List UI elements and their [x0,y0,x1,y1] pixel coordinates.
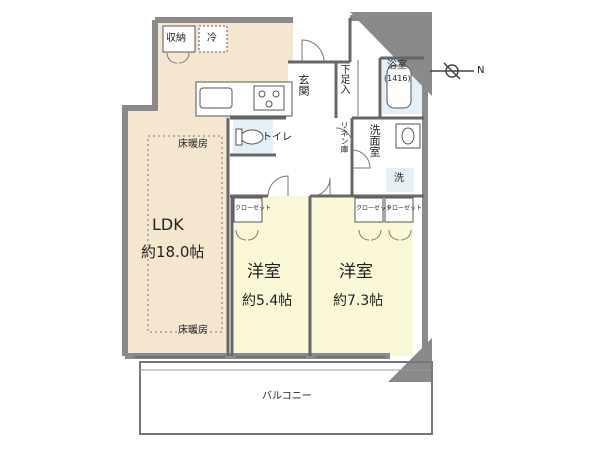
floor-heating-top-label: 床暖房 [178,139,208,150]
bedroom2-area: 約7.3帖 [333,293,384,309]
hall-floor [270,130,352,196]
shoe-box-label: 下足入 [338,64,349,94]
corner-column-bottom-right [388,338,432,382]
fridge-label: 冷 [207,33,217,44]
bath-size: (1416) [384,74,411,83]
floor-heating-area [147,135,223,333]
toilet-bowl [240,129,264,145]
toilet-label: トイレ [262,132,292,143]
compass-north-label: N [477,65,485,76]
closet-box-3 [384,197,414,223]
stove-burners [258,90,280,108]
storage-label: 収納 [166,33,186,44]
bedroom1-area: 約5.4帖 [242,293,293,309]
closet3-label: クローゼット [386,205,423,212]
bedroom2-floor [312,196,413,356]
bathtub [386,65,412,109]
ldk-area: 約18.0帖 [141,243,205,261]
entrance-label: 玄関 [297,74,310,96]
compass [430,62,474,80]
storage-door [166,52,190,64]
door-swings [235,39,412,241]
bedroom1-label: 洋室 [247,262,281,282]
stove [253,85,285,111]
ldk-label: LDK [152,215,184,234]
fridge-box [198,25,228,53]
toilet-tank [235,128,243,146]
linen-label: リネン庫 [340,121,349,153]
inner-walls [226,18,424,356]
washbasin-bowl [401,127,415,145]
kitchen-counter [195,81,293,117]
bedroom2-label: 洋室 [339,262,373,282]
floor-heating-bottom-label: 床暖房 [178,325,208,336]
closet1-label: クローゼット [235,205,272,212]
washroom-label: 洗面室 [368,124,381,157]
bedroom1-floor [234,196,310,356]
washer-label: 洗 [394,173,404,184]
storage-box [162,25,196,53]
entrance-floor [288,62,336,130]
bath-label: 浴室 [387,60,407,71]
closet-box-2 [354,197,384,223]
washer-floor [386,168,414,192]
balcony [139,361,433,435]
kitchen-sink [199,87,233,109]
closet2-label: クローゼット [356,205,393,212]
balcony-label: バルコニー [262,391,312,402]
closet-box-1 [233,197,263,223]
